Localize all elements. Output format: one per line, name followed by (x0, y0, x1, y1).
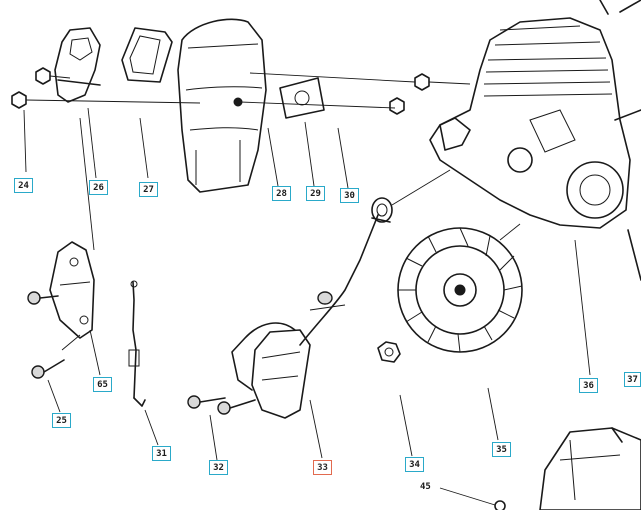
part-45-leader (439, 487, 506, 512)
part-32-screws (187, 395, 256, 461)
part-30-nuts (249, 72, 471, 115)
part-35-flywheel (397, 223, 523, 441)
callout-26: 26 (89, 180, 108, 195)
callout-29: 29 (306, 186, 325, 201)
callout-45: 45 (420, 482, 431, 492)
callout-27: 27 (139, 182, 158, 197)
callout-32: 32 (209, 460, 228, 475)
callout-24: 24 (14, 178, 33, 193)
part-25-screws (27, 291, 81, 413)
part-36-leader (574, 239, 591, 376)
callout-35: 35 (492, 442, 511, 457)
callout-30: 30 (340, 188, 359, 203)
callout-31: 31 (152, 446, 171, 461)
part-28-muffler (177, 18, 396, 193)
callout-34: 34 (405, 457, 424, 472)
part-65-cover-plate (49, 241, 101, 376)
engine-block (429, 0, 641, 281)
top-row-leaders (23, 107, 349, 251)
callout-25: 25 (52, 413, 71, 428)
callout-65: 65 (93, 377, 112, 392)
part-24-nut (11, 67, 201, 109)
part-27-gasket (121, 27, 173, 83)
part-31-wire (128, 280, 159, 446)
part-34-flywheel-nut (377, 341, 413, 457)
callout-33: 33 (313, 460, 332, 475)
callout-37: 37 (624, 372, 641, 387)
part-37-shroud (539, 427, 641, 511)
part-26-bracket (54, 27, 101, 103)
part-29-exhaust-gasket (279, 77, 325, 119)
part-33-ignition-module (231, 169, 451, 459)
callout-28: 28 (272, 186, 291, 201)
callout-36: 36 (579, 378, 598, 393)
